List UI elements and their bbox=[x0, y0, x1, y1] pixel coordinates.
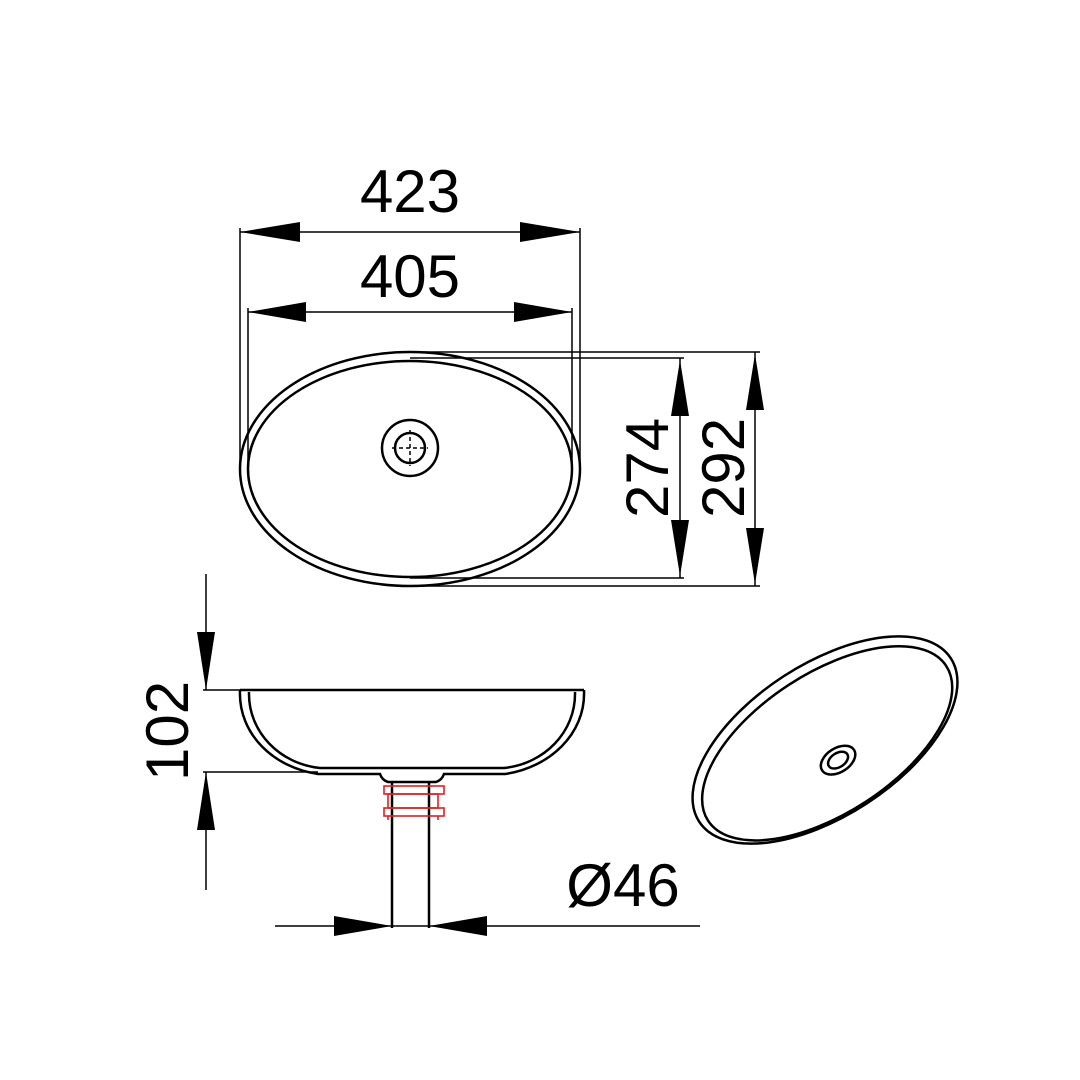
side-view bbox=[238, 688, 586, 928]
arrowhead bbox=[197, 632, 215, 690]
arrowhead bbox=[240, 222, 300, 242]
dimension-inner-depth: 274 bbox=[410, 357, 689, 579]
dimension-inner-width: 405 bbox=[247, 243, 573, 470]
height-label: 102 bbox=[134, 681, 201, 781]
basin-outer-rim bbox=[238, 350, 582, 588]
arrowhead bbox=[248, 302, 306, 322]
outer-depth-label: 292 bbox=[690, 418, 757, 518]
dimension-outer-width: 423 bbox=[239, 158, 581, 470]
dimension-height: 102 bbox=[134, 574, 318, 890]
dimension-outer-depth: 292 bbox=[410, 351, 764, 587]
arrowhead bbox=[197, 772, 215, 830]
perspective-outer-rim bbox=[691, 635, 959, 845]
arrowhead bbox=[671, 360, 689, 416]
basin-inner-profile bbox=[247, 691, 577, 770]
inner-width-label: 405 bbox=[360, 243, 460, 310]
arrowhead bbox=[746, 528, 764, 584]
perspective-inner-rim bbox=[700, 645, 954, 842]
arrowhead bbox=[746, 354, 764, 410]
top-view bbox=[238, 350, 582, 588]
arrowhead bbox=[429, 916, 487, 936]
drain-outer-ring bbox=[380, 418, 440, 478]
perspective-drain-inner bbox=[826, 750, 850, 770]
arrowhead bbox=[520, 222, 580, 242]
drain-diameter-label: Ø46 bbox=[566, 852, 679, 919]
dimension-drain-diameter: Ø46 bbox=[275, 852, 700, 936]
perspective-drain-outer bbox=[819, 744, 857, 776]
arrowhead bbox=[671, 520, 689, 576]
drain-connector bbox=[383, 785, 445, 820]
basin-outer-profile bbox=[238, 689, 586, 784]
inner-depth-label: 274 bbox=[614, 418, 681, 518]
outer-width-label: 423 bbox=[360, 158, 460, 225]
perspective-view bbox=[691, 635, 959, 845]
arrowhead bbox=[514, 302, 572, 322]
arrowhead bbox=[334, 916, 392, 936]
basin-inner-rim bbox=[246, 359, 574, 579]
